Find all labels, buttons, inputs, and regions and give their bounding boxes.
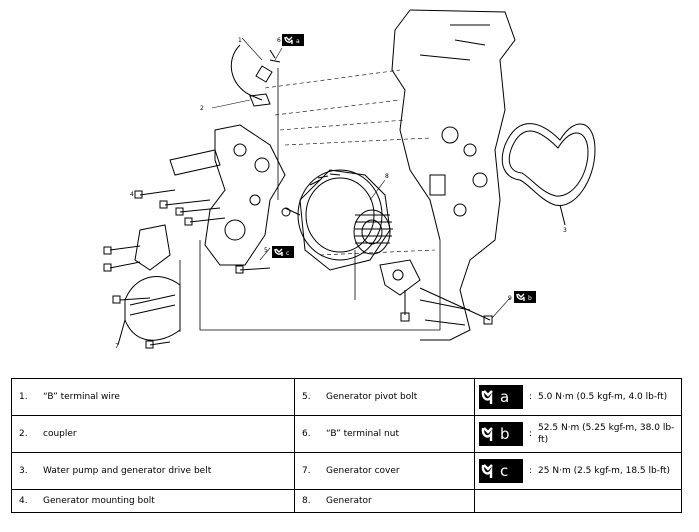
exploded-generator-diagram: a c b 1 2 3 6 5 8 9 7 4 [103, 9, 596, 350]
torque-spec-c: c : 25 N·m (2.5 kgf-m, 18.5 lb-ft) [474, 452, 682, 490]
legend-row: 4.Generator mounting bolt 8.Generator [11, 489, 682, 513]
generator-cover [117, 276, 181, 346]
svg-text:c: c [286, 250, 289, 257]
legend-item-5: 5.Generator pivot bolt [294, 378, 475, 416]
engine-block [391, 9, 516, 341]
torque-wrench-icon: c [479, 459, 523, 483]
legend-item-4: 4.Generator mounting bolt [11, 489, 295, 513]
guide-lines [264, 69, 436, 256]
generator [297, 169, 393, 271]
terminal-wire-assembly [230, 44, 281, 107]
callout-4: 4 [130, 191, 134, 198]
pivot-bracket [379, 259, 421, 296]
torque-spec-a: a : 5.0 N·m (0.5 kgf-m, 4.0 lb-ft) [474, 378, 682, 416]
legend-item-6: 6.“B” terminal nut [294, 415, 475, 453]
callout-8: 8 [385, 173, 389, 180]
callout-3: 3 [563, 227, 567, 234]
svg-text:a: a [296, 38, 300, 45]
assembly-frame [179, 68, 441, 332]
torque-spec-b: b : 52.5 N·m (5.25 kgf-m, 38.0 lb-ft) [474, 415, 682, 453]
legend-item-3: 3.Water pump and generator drive belt [11, 452, 295, 490]
legend-item-8: 8.Generator [294, 489, 475, 513]
drive-belt [501, 123, 596, 226]
legend-row: 3.Water pump and generator drive belt 7.… [11, 452, 682, 490]
legend-item-1: 1.“B” terminal wire [11, 378, 295, 416]
generator-bracket [134, 124, 286, 271]
callout-9: 9 [508, 295, 512, 302]
diagram-badge-a: a [282, 34, 304, 46]
legend-empty-cell [474, 489, 682, 513]
bolts [103, 189, 493, 349]
callout-1: 1 [238, 37, 242, 44]
legend-row: 1.“B” terminal wire 5.Generator pivot bo… [11, 378, 682, 416]
callout-5: 5 [264, 247, 268, 254]
diagram-badge-b: b [514, 291, 536, 303]
callout-7: 7 [115, 343, 119, 350]
legend-item-2: 2.coupler [11, 415, 295, 453]
legend-row: 2.coupler 6.“B” terminal nut b : 52.5 N·… [11, 415, 682, 453]
diagram-badge-c: c [272, 246, 294, 258]
legend-item-7: 7.Generator cover [294, 452, 475, 490]
torque-wrench-icon: b [479, 422, 523, 446]
parts-legend-table: 1.“B” terminal wire 5.Generator pivot bo… [11, 378, 682, 513]
callout-leaders [211, 37, 511, 319]
torque-wrench-icon: a [479, 385, 523, 409]
callout-2: 2 [200, 105, 204, 112]
svg-text:b: b [528, 295, 532, 302]
callout-6: 6 [277, 37, 281, 44]
